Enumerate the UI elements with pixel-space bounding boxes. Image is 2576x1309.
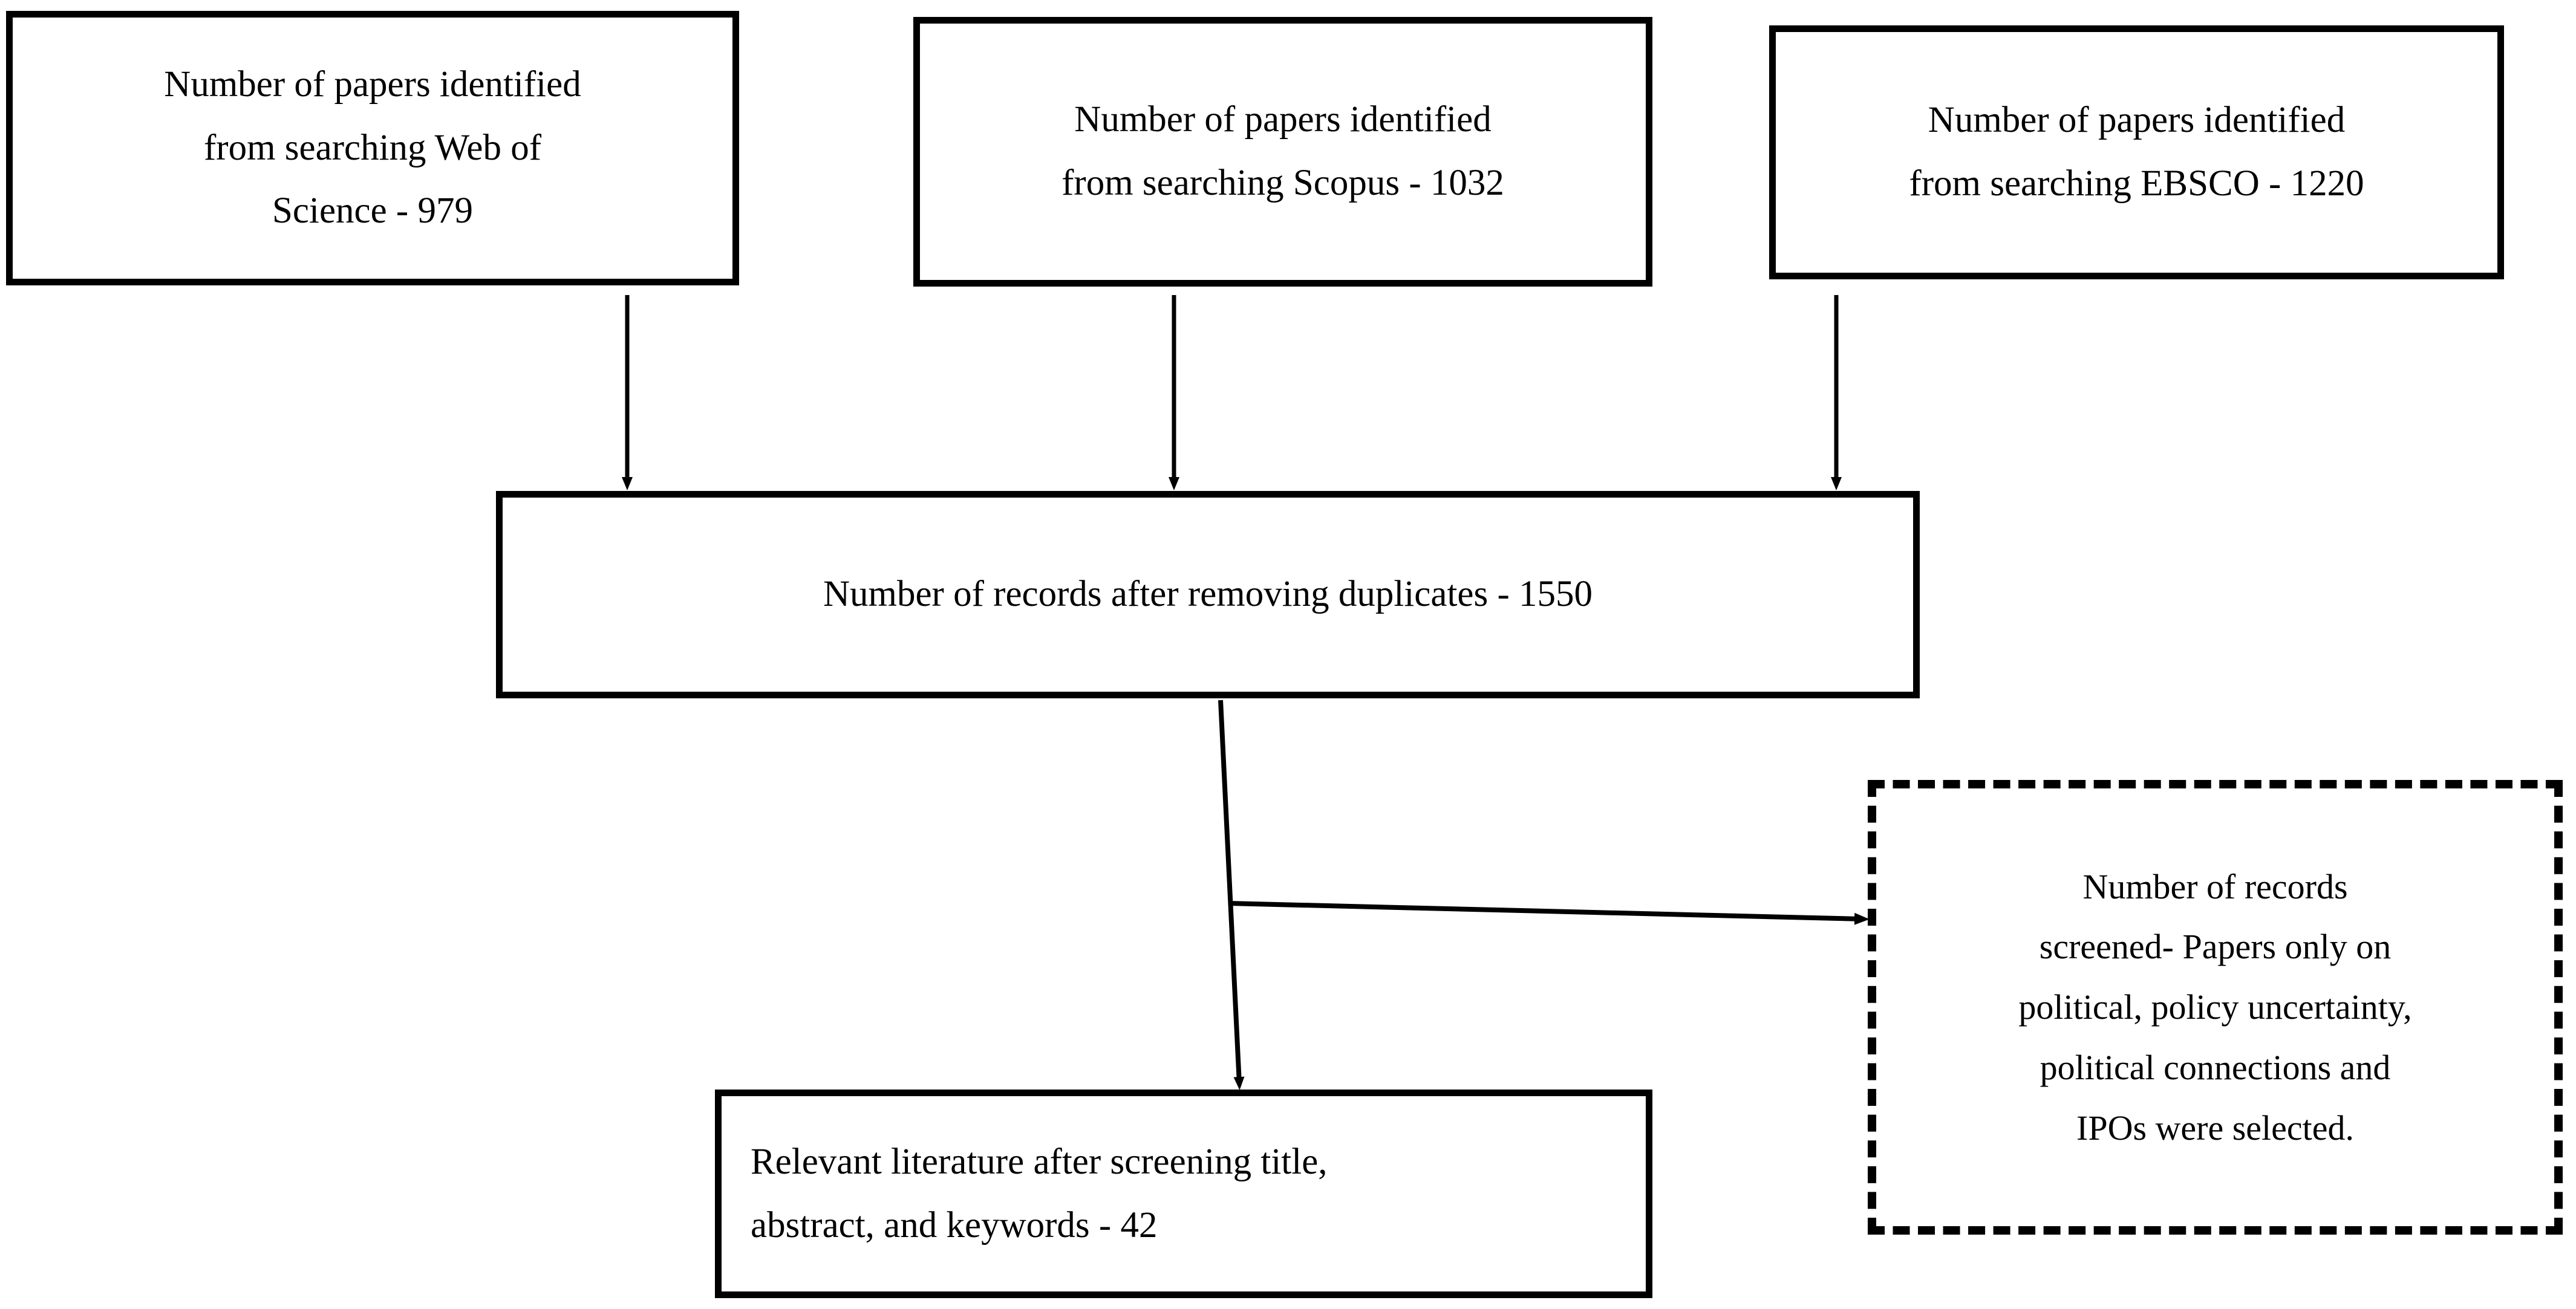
edge-dedup-to-screened [1228,901,1870,925]
node-ebsco[interactable]: Number of papers identified from searchi… [1769,25,2504,279]
node-web-of-science-label: Number of papers identified from searchi… [164,63,581,232]
node-relevant-literature[interactable]: Relevant literature after screening titl… [715,1090,1652,1298]
node-web-of-science[interactable]: Number of papers identified from searchi… [6,11,739,285]
node-duplicates-removed-label: Number of records after removing duplica… [823,574,1593,615]
node-scopus-label: Number of papers identified from searchi… [1061,99,1504,203]
edge-dedup-to-relevant [1218,700,1245,1090]
node-scopus[interactable]: Number of papers identified from searchi… [913,17,1652,287]
node-duplicates-removed[interactable]: Number of records after removing duplica… [496,491,1920,698]
node-relevant-literature-label: Relevant literature after screening titl… [751,1141,1328,1246]
node-records-screened-label: Number of records screened- Papers only … [2018,866,2412,1148]
node-ebsco-label: Number of papers identified from searchi… [1909,100,2364,204]
node-records-screened[interactable]: Number of records screened- Papers only … [1868,780,2563,1235]
